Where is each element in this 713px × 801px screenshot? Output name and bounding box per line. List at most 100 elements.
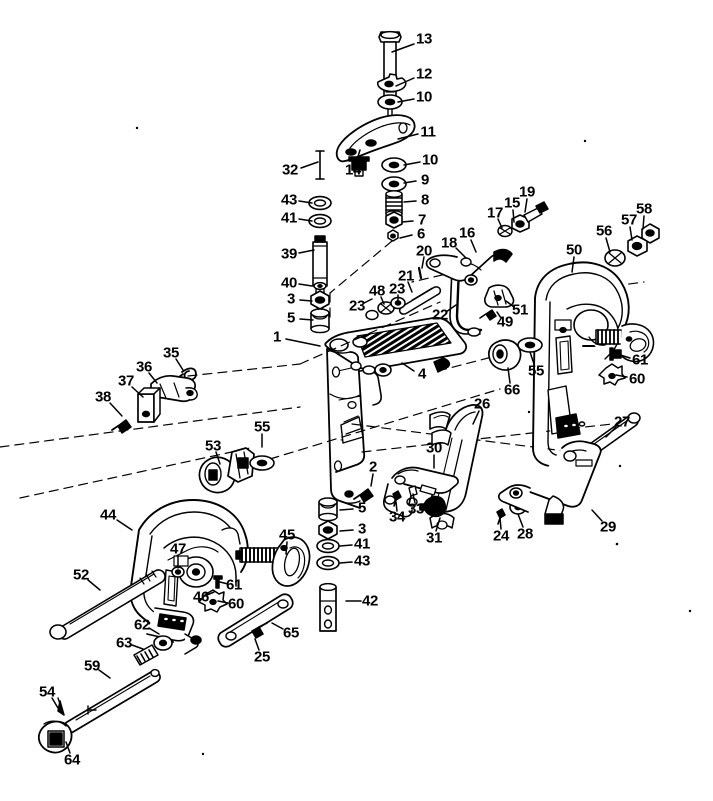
callout-label-18: 18 (440, 234, 458, 252)
callout-label-63: 63 (115, 634, 133, 652)
callout-label-12: 12 (415, 65, 433, 83)
part-54-arrow-marker (57, 697, 65, 716)
part-40-oring (313, 281, 327, 291)
callout-label-17: 17 (486, 204, 504, 222)
part-60-star-washer-left (198, 589, 228, 613)
leader-line-61 (616, 353, 631, 359)
leader-line-21 (407, 281, 413, 293)
leader-line-57 (629, 226, 633, 241)
callout-label-45: 45 (278, 526, 296, 544)
part-56-washer (604, 249, 626, 267)
leader-line-43 (298, 200, 313, 204)
part-65-link-bar (217, 593, 294, 648)
leader-line-56 (605, 237, 611, 253)
callout-label-15: 15 (503, 194, 521, 212)
callout-label-42: 42 (361, 592, 379, 610)
callout-label-57: 57 (620, 211, 638, 229)
leader-line-62 (148, 627, 160, 635)
part-1-swivel-bracket (324, 316, 468, 509)
leader-line-2 (370, 473, 374, 487)
leader-line-28 (517, 513, 524, 528)
leader-line-51 (505, 300, 515, 308)
callout-label-31: 31 (425, 529, 443, 547)
part-24-bolt (496, 508, 506, 525)
leader-line-66 (507, 367, 511, 384)
callout-label-52: 52 (72, 566, 90, 584)
leader-line-8 (403, 200, 417, 203)
callout-label-32: 32 (281, 161, 299, 179)
leader-line-27 (605, 426, 617, 438)
callout-label-66: 66 (503, 381, 521, 399)
callout-label-33: 33 (407, 500, 425, 518)
leader-line-29 (591, 509, 603, 522)
part-53-bushing-assembly (198, 447, 255, 494)
leader-line-10 (403, 161, 421, 166)
callout-label-48: 48 (368, 282, 386, 300)
callout-label-47: 47 (169, 540, 187, 558)
callout-label-20: 20 (415, 242, 433, 260)
leader-line-41 (298, 218, 313, 222)
leader-line-20 (421, 256, 425, 269)
callout-label-19: 19 (518, 183, 536, 201)
leader-line-12 (395, 77, 415, 87)
leader-line-64 (65, 741, 71, 754)
leader-line-32 (300, 161, 319, 169)
leader-line-26 (472, 410, 480, 425)
leader-line-45 (285, 541, 288, 555)
part-37-block (137, 387, 161, 423)
leader-line-36 (148, 372, 158, 384)
part-64-cap-nut (37, 720, 73, 754)
leader-line-3 (339, 529, 354, 532)
callout-label-21: 21 (397, 267, 415, 285)
part-2-bolt (353, 488, 374, 503)
leader-line-61 (219, 581, 229, 585)
leader-line-4 (401, 362, 415, 372)
part-38-bolt (111, 419, 132, 434)
part-19-bolt (523, 201, 549, 223)
part-45-clamp-screw-handle (235, 536, 311, 587)
callout-label-59: 59 (83, 657, 101, 675)
leader-line-5 (299, 318, 314, 321)
part-42-shaft (319, 582, 337, 632)
part-52-long-bolt (49, 569, 166, 640)
part-66-bushing (487, 339, 522, 371)
leader-line-9 (403, 180, 417, 184)
part-57-nut (627, 235, 648, 257)
part-3-nut-lower (318, 520, 338, 540)
part-9-washer (381, 176, 407, 192)
leader-line-6 (399, 234, 413, 239)
part-29-tilt-tube (498, 440, 602, 525)
leader-line-31 (435, 517, 441, 532)
callout-label-61: 61 (631, 351, 649, 369)
leader-line-48 (380, 296, 385, 305)
part-50-swivel-bracket-right (532, 261, 655, 467)
leader-line-7 (401, 220, 414, 223)
callout-label-3: 3 (286, 290, 296, 308)
leader-line-53 (215, 451, 221, 465)
leader-line-5 (339, 508, 354, 511)
callout-label-65: 65 (282, 624, 300, 642)
part-12-keyed-washer (376, 73, 407, 93)
callout-label-16: 16 (458, 224, 476, 242)
leader-line-44 (116, 519, 133, 531)
callout-label-5: 5 (286, 309, 296, 327)
callout-label-28: 28 (516, 525, 534, 543)
leader-line-43 (339, 561, 353, 564)
part-8-spring-bushing (385, 190, 403, 218)
part-17-washer (497, 224, 513, 238)
callout-label-34: 34 (388, 508, 406, 526)
leader-line-23 (363, 298, 373, 304)
callout-leader-lines (51, 43, 645, 754)
sheet-speckles (135, 126, 692, 756)
callout-label-37: 37 (117, 372, 135, 390)
callout-label-53: 53 (204, 437, 222, 455)
leader-line-46 (206, 591, 215, 596)
part-18-fastener (460, 257, 472, 267)
callout-label-50: 50 (565, 241, 583, 259)
callout-label-55: 55 (527, 362, 545, 380)
callout-label-1: 1 (272, 328, 282, 346)
part-31-spring-link (419, 495, 447, 518)
callout-label-60: 60 (227, 595, 245, 613)
